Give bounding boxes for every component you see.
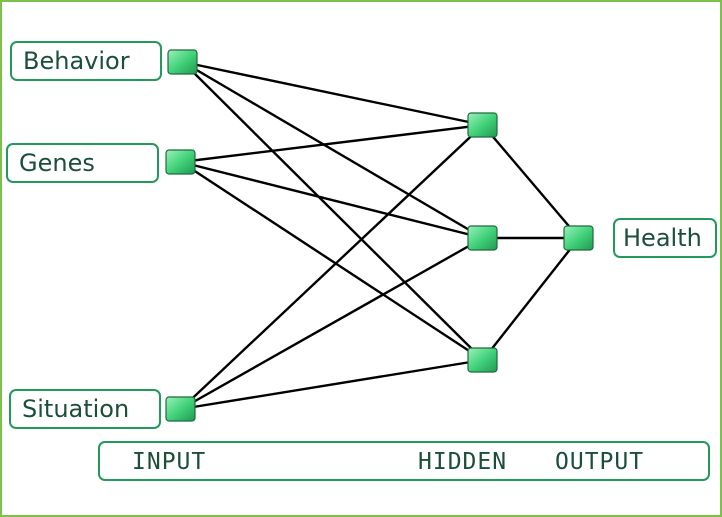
edge-genes-hidden3 xyxy=(180,160,484,362)
output-node-health xyxy=(563,225,594,251)
hidden-node-1 xyxy=(467,112,498,138)
connection-edges xyxy=(180,60,580,411)
edge-hidden3-output xyxy=(482,237,580,361)
layer-label-output: OUTPUT xyxy=(555,449,645,475)
output-label-health: Health xyxy=(613,218,717,258)
layer-legend-bar: INPUT HIDDEN OUTPUT xyxy=(98,441,710,481)
edge-behavior-hidden3 xyxy=(182,61,484,361)
edge-situation-hidden3 xyxy=(180,358,484,411)
edge-hidden1-output xyxy=(482,124,580,239)
edge-behavior-hidden1 xyxy=(182,60,484,127)
input-label-genes: Genes xyxy=(6,143,159,183)
input-node-situation xyxy=(165,396,196,422)
input-label-behavior: Behavior xyxy=(10,41,162,81)
edge-situation-hidden2 xyxy=(180,236,484,411)
edge-genes-hidden2 xyxy=(180,160,484,240)
layer-label-hidden: HIDDEN xyxy=(418,449,508,475)
input-label-situation: Situation xyxy=(9,389,161,429)
edge-behavior-hidden2 xyxy=(182,60,484,240)
edge-genes-hidden1 xyxy=(180,123,484,164)
hidden-node-3 xyxy=(467,347,498,373)
input-node-behavior xyxy=(167,49,198,75)
layer-label-input: INPUT xyxy=(132,449,207,475)
edge-situation-hidden1 xyxy=(180,124,484,410)
input-node-genes xyxy=(165,149,196,175)
hidden-node-2 xyxy=(467,225,498,251)
